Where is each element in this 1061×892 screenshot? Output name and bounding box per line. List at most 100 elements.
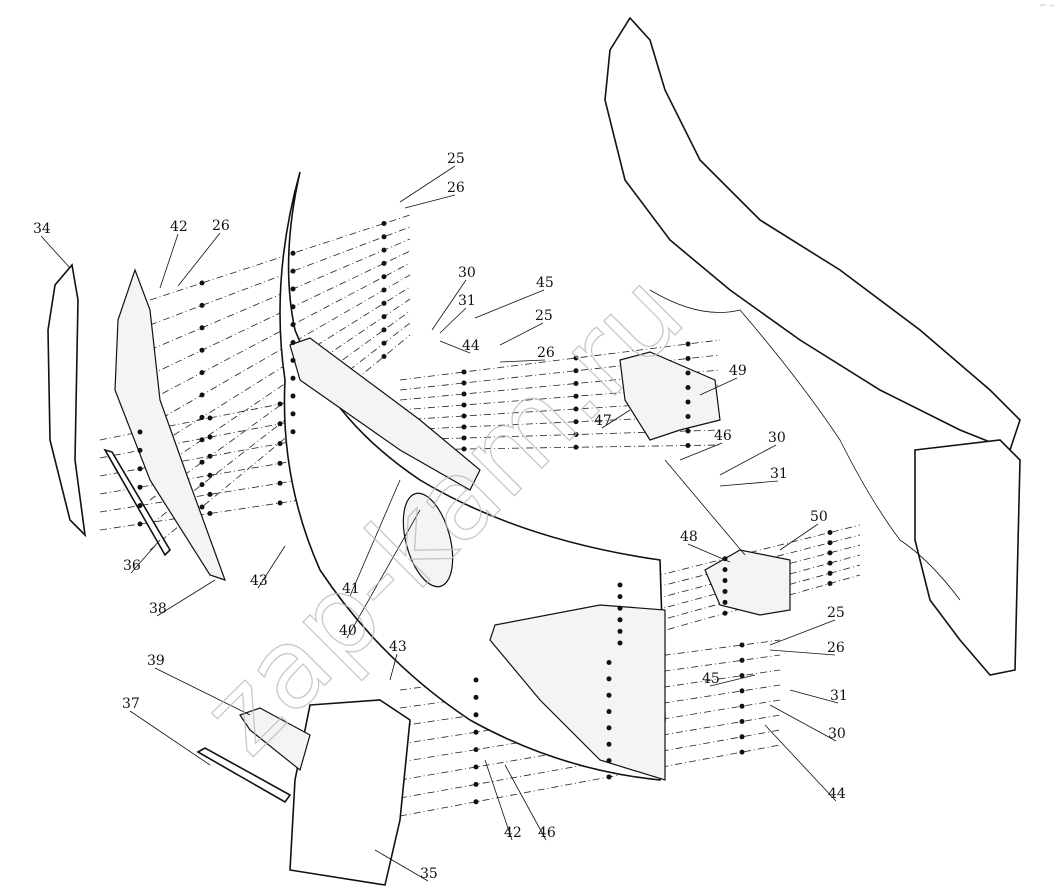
fastener bbox=[277, 441, 283, 447]
fastener bbox=[617, 628, 623, 634]
fastener bbox=[199, 414, 205, 420]
leader-line bbox=[431, 279, 467, 331]
callout-label: 45 bbox=[536, 275, 554, 291]
callout-label: 46 bbox=[538, 825, 556, 841]
fastener bbox=[617, 594, 623, 600]
fastener bbox=[461, 413, 467, 419]
fastener bbox=[199, 504, 205, 510]
fastener bbox=[381, 314, 387, 320]
callout-label: 26 bbox=[537, 345, 555, 361]
leader-line bbox=[789, 689, 839, 704]
leader-line bbox=[346, 509, 421, 639]
side-cover-35 bbox=[289, 699, 411, 886]
fastener bbox=[473, 677, 479, 683]
fastener bbox=[685, 428, 691, 434]
fastener bbox=[277, 500, 283, 506]
fastener bbox=[381, 247, 387, 253]
callout-label: 31 bbox=[830, 688, 848, 704]
leader-line bbox=[129, 710, 211, 766]
callout-label: 43 bbox=[250, 573, 268, 589]
fastener bbox=[290, 429, 296, 435]
callout-label: 30 bbox=[768, 430, 786, 446]
leader-line bbox=[349, 479, 401, 597]
fastener bbox=[461, 369, 467, 375]
fastener bbox=[573, 406, 579, 412]
fastener bbox=[381, 234, 387, 240]
callout-label: 41 bbox=[342, 581, 360, 597]
fastener bbox=[290, 393, 296, 399]
fastener bbox=[739, 734, 745, 740]
fastener bbox=[381, 354, 387, 359]
fastener bbox=[573, 393, 579, 399]
fastener bbox=[739, 703, 745, 709]
fastener bbox=[277, 460, 283, 466]
corner-mark: ⌐ ‒ bbox=[1040, 1, 1054, 10]
assembly-line bbox=[99, 479, 301, 513]
fastener bbox=[461, 402, 467, 408]
fastener bbox=[573, 419, 579, 425]
callout-label: 44 bbox=[462, 338, 480, 354]
fastener bbox=[461, 435, 467, 441]
fog-lamp-opening bbox=[402, 492, 454, 588]
fastener bbox=[290, 286, 296, 292]
fastener bbox=[290, 304, 296, 310]
callout-label: 26 bbox=[212, 218, 230, 234]
fastener bbox=[606, 676, 612, 682]
fastener bbox=[606, 725, 612, 731]
fastener bbox=[573, 432, 579, 437]
fastener bbox=[606, 692, 612, 698]
fastener bbox=[827, 540, 833, 546]
fastener bbox=[617, 605, 623, 611]
callout-label: 39 bbox=[147, 653, 165, 669]
fastener bbox=[290, 268, 296, 274]
fastener bbox=[617, 617, 623, 623]
fastener bbox=[722, 588, 728, 594]
leader-line bbox=[719, 444, 777, 476]
fastener bbox=[290, 340, 296, 345]
fastener bbox=[381, 340, 387, 346]
fastener bbox=[827, 560, 833, 566]
fastener bbox=[199, 302, 205, 308]
fastener bbox=[381, 274, 387, 280]
leader-line bbox=[439, 340, 471, 354]
fastener bbox=[207, 415, 213, 421]
callout-label: 50 bbox=[810, 509, 828, 525]
fastener bbox=[207, 472, 213, 478]
fastener bbox=[722, 578, 728, 584]
fastener bbox=[722, 599, 728, 605]
fastener bbox=[137, 466, 143, 472]
fastener bbox=[199, 392, 205, 398]
fastener bbox=[199, 280, 205, 286]
leader-line bbox=[389, 653, 398, 681]
assembly-line bbox=[399, 744, 781, 817]
fastener bbox=[137, 429, 143, 435]
strip-37 bbox=[196, 747, 292, 804]
callout-label: 43 bbox=[389, 639, 407, 655]
fastener bbox=[137, 521, 143, 527]
fastener bbox=[573, 444, 579, 450]
callout-label: 31 bbox=[770, 466, 788, 482]
fastener bbox=[827, 530, 833, 535]
assembly-line bbox=[559, 574, 861, 661]
fastener bbox=[137, 484, 143, 490]
callout-label: 30 bbox=[828, 726, 846, 742]
grille-frame bbox=[289, 337, 481, 491]
fastener bbox=[739, 657, 745, 663]
assembly-line bbox=[559, 564, 861, 649]
leader-line bbox=[484, 759, 513, 841]
fastener bbox=[573, 381, 579, 386]
callout-label: 31 bbox=[458, 293, 476, 309]
leader-line bbox=[404, 194, 456, 209]
fastener bbox=[685, 356, 691, 361]
leader-line bbox=[154, 667, 251, 716]
leader-line bbox=[601, 409, 631, 429]
leader-line bbox=[769, 649, 836, 656]
fastener bbox=[473, 712, 479, 718]
fastener bbox=[473, 694, 479, 700]
leader-line bbox=[177, 232, 221, 287]
fastener bbox=[685, 341, 691, 347]
leader-line bbox=[499, 322, 544, 346]
fastener bbox=[207, 511, 213, 516]
callout-label: 42 bbox=[170, 219, 188, 235]
